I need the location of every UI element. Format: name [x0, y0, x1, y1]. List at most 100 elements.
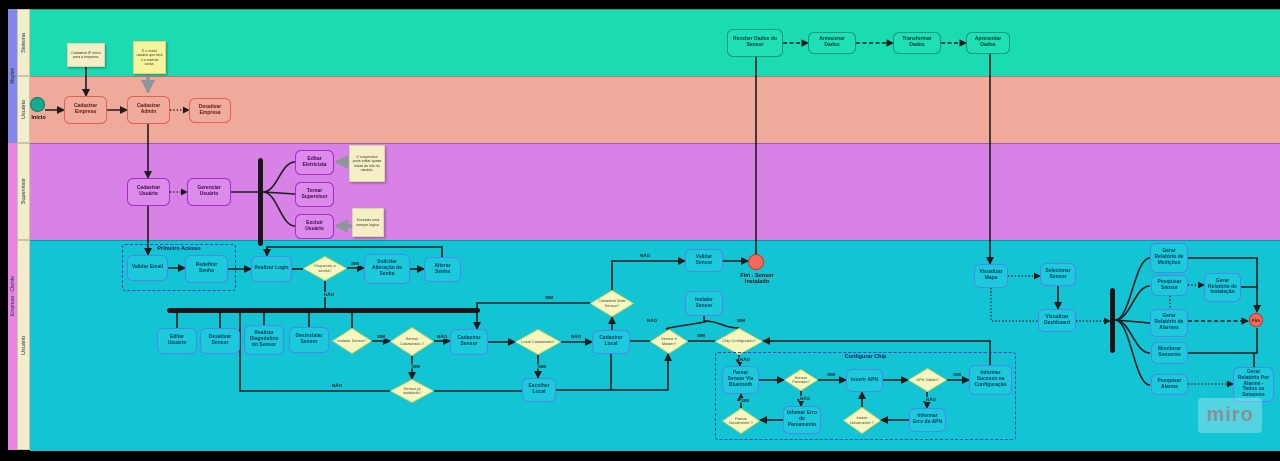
node-gerar-relatorio-instalacao[interactable]: Gerar Relatório de Instalação — [1204, 273, 1241, 302]
node-inserir-apn[interactable]: Inserir APN — [846, 369, 883, 392]
node-esqueceu-a-senha[interactable]: Esqueceu a senha? — [303, 256, 347, 281]
group-label-text: Naytek — [9, 68, 16, 84]
node-instalar-sensor-q[interactable]: Instalar Sensor? — [332, 328, 372, 354]
diamond-label: Chip Configurado? — [722, 338, 756, 344]
node-desativar-empresa[interactable]: Desativar Empresa — [189, 98, 231, 123]
sticky-note-nota-supervisor-editar[interactable]: O surpervisor pode editar quase todas as… — [349, 145, 385, 182]
node-cadastrar-local[interactable]: Cadastrar Local — [592, 330, 630, 354]
node-inicio[interactable]: Início — [30, 97, 46, 121]
lane-0 — [30, 9, 1280, 77]
node-gerar-relatorio-por-alarme[interactable]: Gerar Relatório Por Alarme - Todos os Se… — [1233, 367, 1274, 402]
lane-1 — [30, 76, 1280, 144]
node-sensor-cadastrado-q[interactable]: Sensor Cadastrado ? — [390, 327, 434, 356]
node-armazenar-dados[interactable]: Armazenar Dados — [808, 32, 856, 54]
lane-label-2[interactable]: Supervisor — [17, 143, 30, 240]
diamond-fill — [785, 370, 817, 390]
miro-logo[interactable]: miro — [1198, 398, 1262, 433]
node-solicitar-alteracao-senha[interactable]: Solicitar Alteração de Senha — [364, 254, 410, 284]
node-gerar-relatorio-alarmes[interactable]: Gerar Relatório de Alarmes — [1150, 309, 1188, 337]
lane-label-text: Sistema — [20, 32, 27, 53]
diamond-fill — [651, 330, 687, 353]
node-selecionar-sensor[interactable]: Selecionar Sensor — [1040, 263, 1076, 286]
group-bar-0[interactable]: Naytek — [8, 9, 17, 143]
node-realizar-login[interactable]: Realizar Login — [251, 256, 292, 282]
node-parear-novamente-q[interactable]: Parear Novamente ? — [722, 408, 760, 434]
node-monitorar-sensores[interactable]: Monitorar Sensores — [1151, 342, 1188, 364]
diamond-fill — [391, 380, 433, 402]
diamond-label: Local Cadastrado? — [521, 338, 555, 344]
node-chip-configurado-q[interactable]: Chip Configurado? — [715, 328, 763, 355]
node-tornar-supervisor[interactable]: Tornar Supervisor — [295, 182, 334, 207]
node-visualizar-mapa[interactable]: Visualizar Mapa — [974, 264, 1008, 288]
diamond-fill — [909, 369, 946, 391]
node-sensor-ja-instalado-q[interactable]: Sensor já instalado? — [390, 379, 434, 403]
node-pesquisar-alarme[interactable]: Pesquisar Alarme — [1151, 374, 1188, 395]
node-informar-sucesso-configuracao[interactable]: Informar Sucesso na Configuração — [969, 365, 1012, 395]
terminator-label: Início — [31, 115, 46, 121]
node-pesquisar-sensor[interactable]: Pesquisar Sensor — [1151, 275, 1188, 296]
diamond-label: Sensor Pareado? — [792, 374, 810, 384]
node-gerar-relatorio-medicoes[interactable]: Gerar Relatório de Medições — [1150, 243, 1188, 273]
container-title: Configurar Chip — [844, 354, 887, 360]
node-infomar-erro-pareamento[interactable]: Infomar Erro de Pareamento — [783, 406, 821, 434]
node-validar-email[interactable]: Validar Email — [127, 255, 168, 281]
node-fim-sensor-instalado[interactable]: Fim - Sensor Instalado — [740, 254, 774, 285]
container-title: Primeiro Acesso — [157, 246, 201, 252]
diamond-fill — [723, 409, 759, 433]
node-cadastrar-usuario[interactable]: Cadastrar Usuário — [127, 178, 170, 206]
node-apresentar-dados[interactable]: Apresentar Dados — [966, 32, 1010, 54]
lane-label-1[interactable]: Usuário — [17, 76, 30, 143]
node-parear-sensor-bluetooth[interactable]: Parear Sensor Via Bluetooth — [722, 366, 759, 394]
node-informar-erro-apn[interactable]: Informar Erro da APN — [909, 408, 946, 432]
diamond-label: Instalar Sensor? — [337, 337, 367, 343]
node-cadastrar-empresa[interactable]: Cadastrar Empresa — [64, 96, 107, 124]
node-receber-dados-sensor[interactable]: Receber Dados do Sensor — [727, 29, 783, 57]
group-bar-1[interactable]: Empresa - Cliente — [8, 143, 17, 450]
node-editar-eletricista[interactable]: Editar Eletricista — [295, 150, 334, 175]
node-validar-sensor[interactable]: Validar Sensor — [685, 249, 723, 272]
node-escolher-local[interactable]: Escolher Local — [522, 378, 556, 402]
node-container-primeiro-acesso[interactable]: Primeiro Acesso — [122, 244, 236, 291]
node-apn-valido-q[interactable]: APN Válido? — [908, 368, 947, 392]
node-visualizar-dashboard[interactable]: Visualizar Dashboard — [1038, 309, 1076, 332]
lane-label-0[interactable]: Sistema — [17, 9, 30, 76]
terminator-label: Fim - Sensor Instalado — [740, 273, 774, 286]
diamond-label: Cadastrar Mais Sensor? — [598, 298, 626, 308]
diamond-label: Parear Novamente ? — [729, 415, 753, 425]
node-fork-supervisor — [258, 158, 263, 246]
lane-label-text: Supervisor — [20, 178, 27, 205]
node-sensor-e-master-q[interactable]: Sensor é Master? — [650, 329, 688, 354]
lane-label-3[interactable]: Usuário — [17, 240, 30, 450]
node-transformar-dados[interactable]: Transformar Dados — [893, 32, 941, 54]
node-fork-principal — [167, 308, 480, 313]
node-realizar-diagnostico-sensor[interactable]: Realizar Diagnóstico do Sensor — [244, 325, 284, 355]
node-excluir-usuario[interactable]: Excluir Usuário — [295, 214, 334, 239]
diamond-label: Sensor Cadastrado ? — [399, 336, 424, 346]
lane-label-text: Usuário — [20, 335, 27, 355]
node-alterar-senha[interactable]: Alterar Senha — [424, 257, 461, 282]
diamond-label: Inserir Novamente ? — [850, 415, 874, 425]
node-local-cadastrado-q[interactable]: Local Cadastrado? — [515, 329, 561, 355]
node-cadastrar-admin[interactable]: Cadastrar Admin — [127, 96, 170, 124]
sticky-note-nota-ip-unico[interactable]: Cadastrar IP único para a empresa. — [67, 43, 105, 67]
node-gerenciar-usuario[interactable]: Gerenciar Usuário — [187, 178, 231, 206]
node-instalar-sensor[interactable]: Instalar Sensor — [685, 291, 723, 316]
node-cadastrar-sensor[interactable]: Cadastrar Sensor — [450, 329, 488, 355]
diamond-fill — [516, 330, 560, 354]
diamond-label: Sensor já instalado? — [402, 385, 422, 395]
terminator-label: Fim — [1251, 317, 1260, 323]
diamond-fill — [304, 257, 346, 280]
diamond-label: APN Válido? — [916, 376, 939, 382]
node-fim[interactable]: Fim — [1249, 313, 1263, 327]
node-desativar-sensor[interactable]: Desativar Sensor — [200, 328, 240, 354]
node-cadastrar-mais-sensor-q[interactable]: Cadastrar Mais Sensor? — [590, 290, 634, 317]
node-redefinir-senha[interactable]: Redefinir Senha — [185, 255, 228, 283]
node-editar-usuario[interactable]: Editar Usuário — [157, 328, 197, 354]
node-fork-relatorios — [1110, 288, 1115, 353]
node-desinstalar-sensor[interactable]: Desinstalar Sensor — [289, 327, 329, 353]
node-inserir-novamente-q[interactable]: Inserir Novamente ? — [843, 407, 881, 434]
sticky-note-nota-unico-usuario[interactable]: É o único usuário que terá o e-mail da c… — [133, 41, 166, 74]
sticky-note-nota-exclusao-logica[interactable]: Exclusão será sempre lógica. — [352, 208, 384, 237]
node-sensor-pareado-q[interactable]: Sensor Pareado? — [784, 369, 818, 391]
